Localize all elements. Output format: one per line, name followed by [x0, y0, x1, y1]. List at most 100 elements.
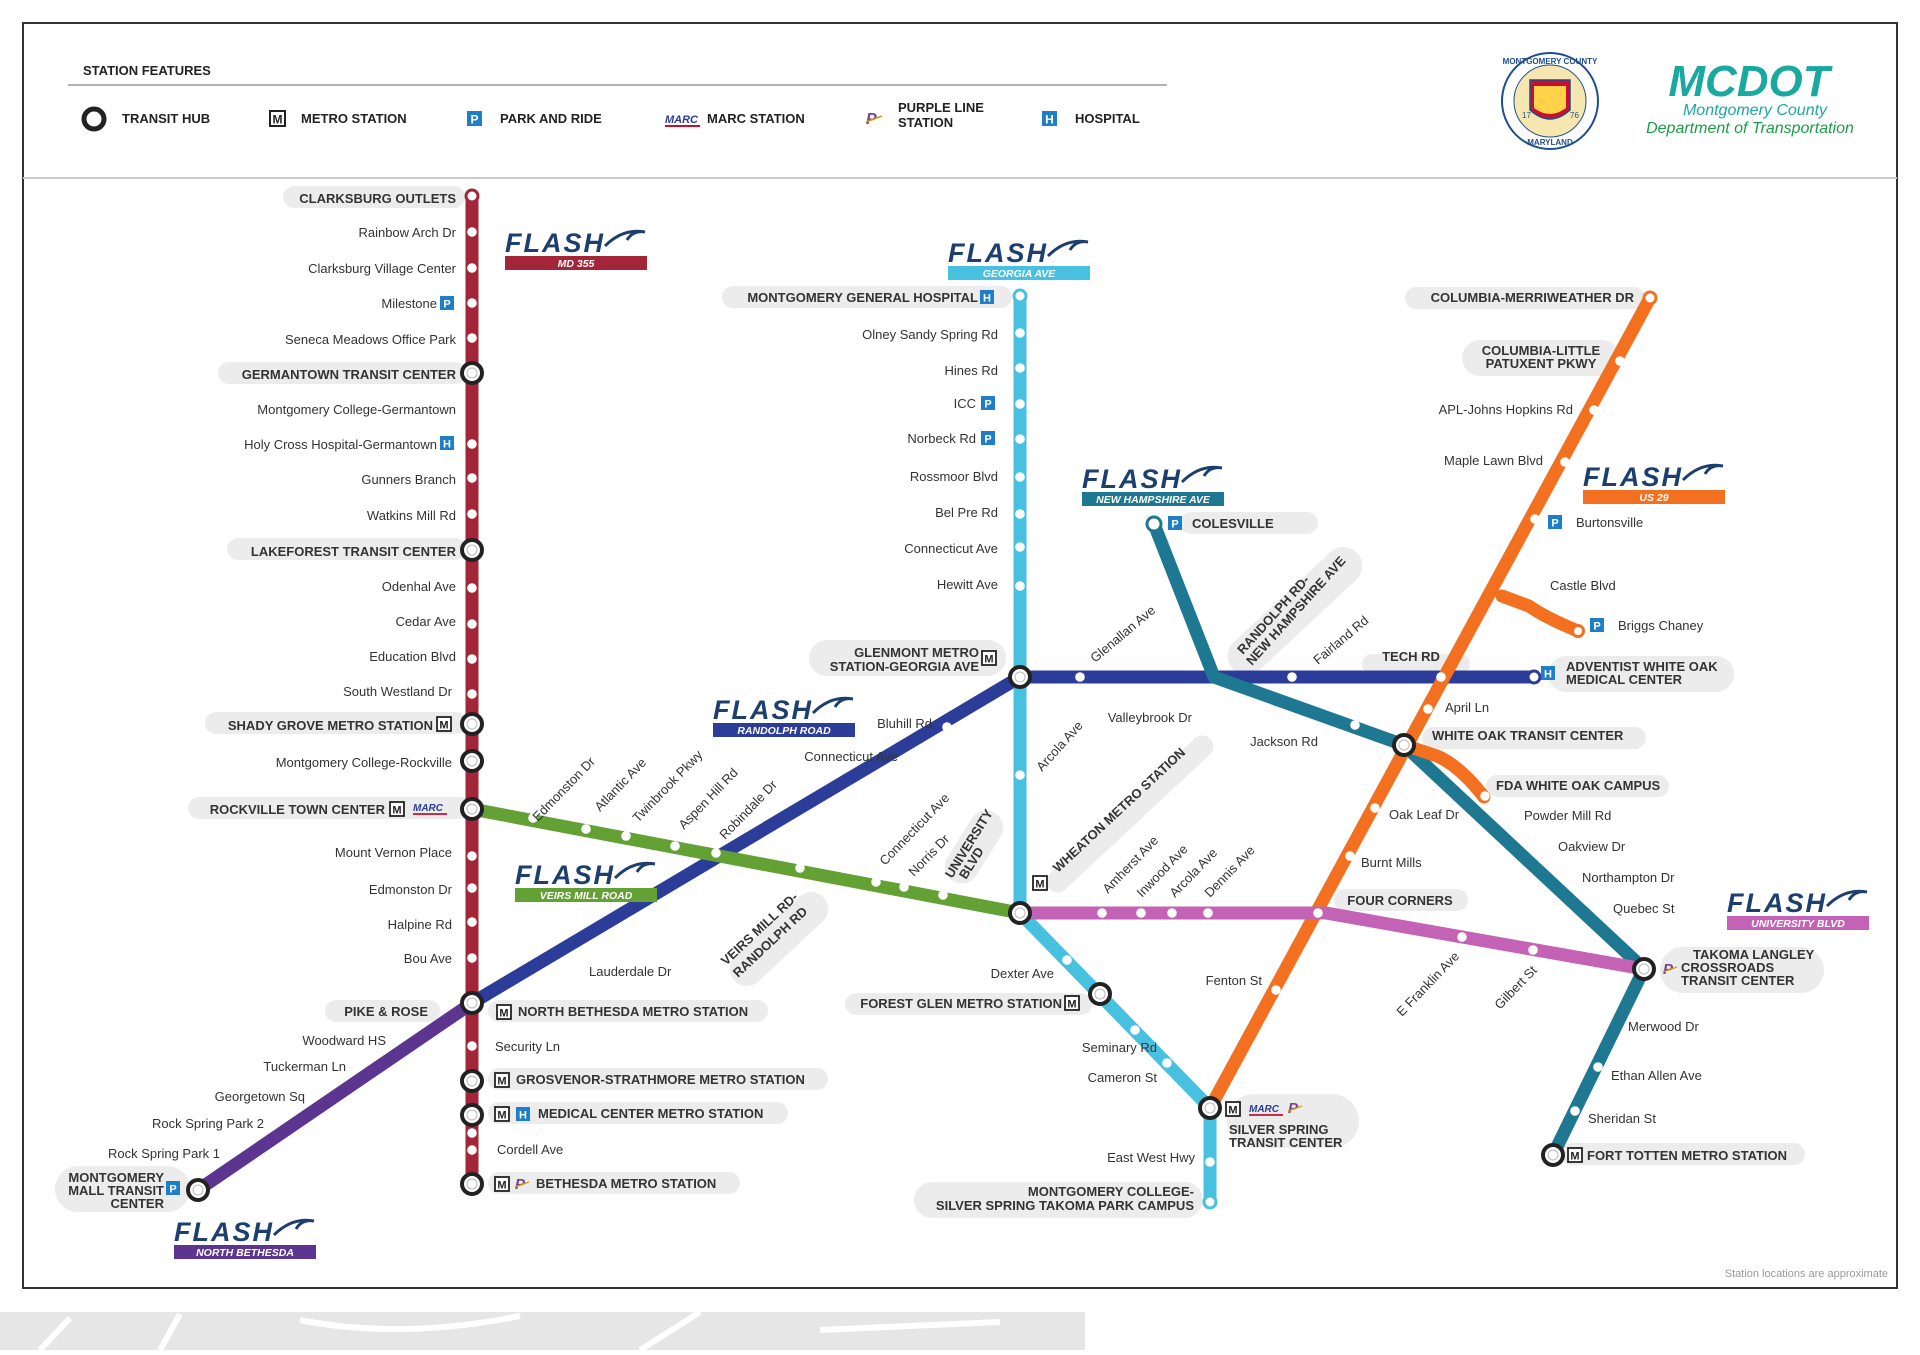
- transit-hub-forest-glen[interactable]: [1088, 982, 1112, 1006]
- md355-stop-16[interactable]: [467, 883, 477, 893]
- md355-stop-10[interactable]: [467, 619, 477, 629]
- md355-stop-2[interactable]: [467, 298, 477, 308]
- md355-stop-20[interactable]: [467, 1128, 477, 1138]
- north-bethesda-stop-0[interactable]: [357, 1038, 367, 1048]
- veirs-mill-stop-4[interactable]: [711, 848, 721, 858]
- veirs-mill-stop-6[interactable]: [871, 877, 881, 887]
- transit-hub-montgomery-mall[interactable]: [186, 1178, 210, 1202]
- us29-stop-4[interactable]: [1423, 704, 1433, 714]
- randolph-stop-2[interactable]: [942, 722, 952, 732]
- md355-stop-17[interactable]: [467, 917, 477, 927]
- transit-hub-mc-rockville[interactable]: [460, 749, 484, 773]
- randolph-stop-1[interactable]: [905, 769, 915, 779]
- university-stop-2[interactable]: [1167, 908, 1177, 918]
- georgia-stop-5[interactable]: [1015, 509, 1025, 519]
- us29-stop-9[interactable]: [1537, 595, 1547, 605]
- veirs-mill-stop-3[interactable]: [670, 841, 680, 851]
- mgh-terminal-icon[interactable]: [1012, 288, 1028, 304]
- transit-hub-pike-rose[interactable]: [460, 991, 484, 1015]
- new-hampshire-stop-2[interactable]: [1509, 818, 1519, 828]
- transit-hub-germantown[interactable]: [460, 361, 484, 385]
- university-stop-5[interactable]: [1528, 945, 1538, 955]
- md355-stop-9[interactable]: [467, 583, 477, 593]
- transit-hub-silver-spring[interactable]: [1198, 1096, 1222, 1120]
- georgia-stop-7[interactable]: [1015, 581, 1025, 591]
- veirs-mill-stop-5[interactable]: [795, 863, 805, 873]
- md355-stop-11[interactable]: [467, 654, 477, 664]
- transit-hub-lakeforest[interactable]: [460, 538, 484, 562]
- randolph-stop-5[interactable]: [1436, 672, 1446, 682]
- md355-stop-7[interactable]: [467, 509, 477, 519]
- md355-stop-21[interactable]: [467, 1145, 477, 1155]
- md355-stop-12[interactable]: [467, 689, 477, 699]
- veirs-mill-stop-7[interactable]: [899, 882, 909, 892]
- md355-stop-3[interactable]: [467, 333, 477, 343]
- transit-hub-grosvenor[interactable]: [460, 1069, 484, 1093]
- georgia-south-stop-2[interactable]: [1162, 1058, 1172, 1068]
- colesville-terminal-icon[interactable]: [1145, 515, 1163, 533]
- us29-stop-6[interactable]: [1345, 851, 1355, 861]
- us29-stop-8[interactable]: [1271, 985, 1281, 995]
- georgia-stop-8[interactable]: [1015, 770, 1025, 780]
- georgia-south-stop-1[interactable]: [1130, 1025, 1140, 1035]
- georgia-stop-2[interactable]: [1015, 399, 1025, 409]
- randolph-stop-3[interactable]: [1075, 672, 1085, 682]
- georgia-south-stop-3[interactable]: [1205, 1157, 1215, 1167]
- transit-hub-medical-center[interactable]: [460, 1103, 484, 1127]
- north-bethesda-stop-3[interactable]: [250, 1112, 260, 1122]
- md355-stop-0[interactable]: [467, 227, 477, 237]
- md355-stop-1[interactable]: [467, 263, 477, 273]
- adventist-terminal-icon[interactable]: [1526, 669, 1542, 685]
- georgia-south-stop-0[interactable]: [1062, 955, 1072, 965]
- transit-hub-takoma-langley[interactable]: [1632, 957, 1656, 981]
- columbia-terminal-icon[interactable]: [1642, 290, 1658, 306]
- university-stop-0[interactable]: [1097, 908, 1107, 918]
- transit-hub-bethesda[interactable]: [460, 1172, 484, 1196]
- georgia-stop-4[interactable]: [1015, 472, 1025, 482]
- new-hampshire-stop-5[interactable]: [1608, 909, 1618, 919]
- university-stop-3[interactable]: [1203, 908, 1213, 918]
- us29-stop-0[interactable]: [1615, 356, 1625, 366]
- veirs-mill-stop-2[interactable]: [621, 831, 631, 841]
- veirs-mill-stop-8[interactable]: [938, 890, 948, 900]
- us29-stop-1[interactable]: [1589, 405, 1599, 415]
- md355-stop-18[interactable]: [467, 953, 477, 963]
- transit-hub-glenmont[interactable]: [1008, 665, 1032, 689]
- transit-hub-shady-grove[interactable]: [460, 712, 484, 736]
- veirs-mill-stop-1[interactable]: [581, 824, 591, 834]
- us29-stop-7[interactable]: [1313, 908, 1323, 918]
- georgia-stop-3[interactable]: [1015, 434, 1025, 444]
- us29-stop-3[interactable]: [1530, 514, 1540, 524]
- new-hampshire-stop-0[interactable]: [1350, 720, 1360, 730]
- md355-stop-5[interactable]: [467, 439, 477, 449]
- transit-hub-fort-totten[interactable]: [1541, 1143, 1565, 1167]
- veirs-mill-stop-0[interactable]: [528, 813, 538, 823]
- new-hampshire-stop-6[interactable]: [1593, 1062, 1603, 1072]
- transit-hub-rockville[interactable]: [460, 797, 484, 821]
- georgia-stop-1[interactable]: [1015, 363, 1025, 373]
- north-bethesda-stop-2[interactable]: [285, 1087, 295, 1097]
- clarksburg-terminal-icon[interactable]: [464, 188, 480, 204]
- university-stop-4[interactable]: [1457, 932, 1467, 942]
- us29-stop-5[interactable]: [1370, 803, 1380, 813]
- transit-hub-wheaton[interactable]: [1008, 901, 1032, 925]
- rockville-metro-icon: M: [389, 801, 405, 817]
- north-bethesda-stop-4[interactable]: [217, 1134, 227, 1144]
- university-stop-1[interactable]: [1136, 908, 1146, 918]
- mc-silver-spring-terminal-icon[interactable]: [1202, 1194, 1218, 1210]
- md355-stop-15[interactable]: [467, 851, 477, 861]
- briggs-chaney-terminal-icon[interactable]: [1571, 624, 1585, 638]
- new-hampshire-stop-7[interactable]: [1570, 1106, 1580, 1116]
- new-hampshire-stop-3[interactable]: [1541, 847, 1551, 857]
- md355-stop-19[interactable]: [467, 1041, 477, 1051]
- md355-stop-6[interactable]: [467, 473, 477, 483]
- new-hampshire-stop-1[interactable]: [1480, 791, 1490, 801]
- new-hampshire-stop-4[interactable]: [1575, 878, 1585, 888]
- randolph-stop-4[interactable]: [1287, 672, 1297, 682]
- us29-stop-2[interactable]: [1560, 457, 1570, 467]
- randolph-stop-0[interactable]: [575, 969, 585, 979]
- transit-hub-white-oak[interactable]: [1392, 733, 1416, 757]
- georgia-stop-0[interactable]: [1015, 328, 1025, 338]
- north-bethesda-stop-1[interactable]: [322, 1062, 332, 1072]
- georgia-stop-6[interactable]: [1015, 542, 1025, 552]
